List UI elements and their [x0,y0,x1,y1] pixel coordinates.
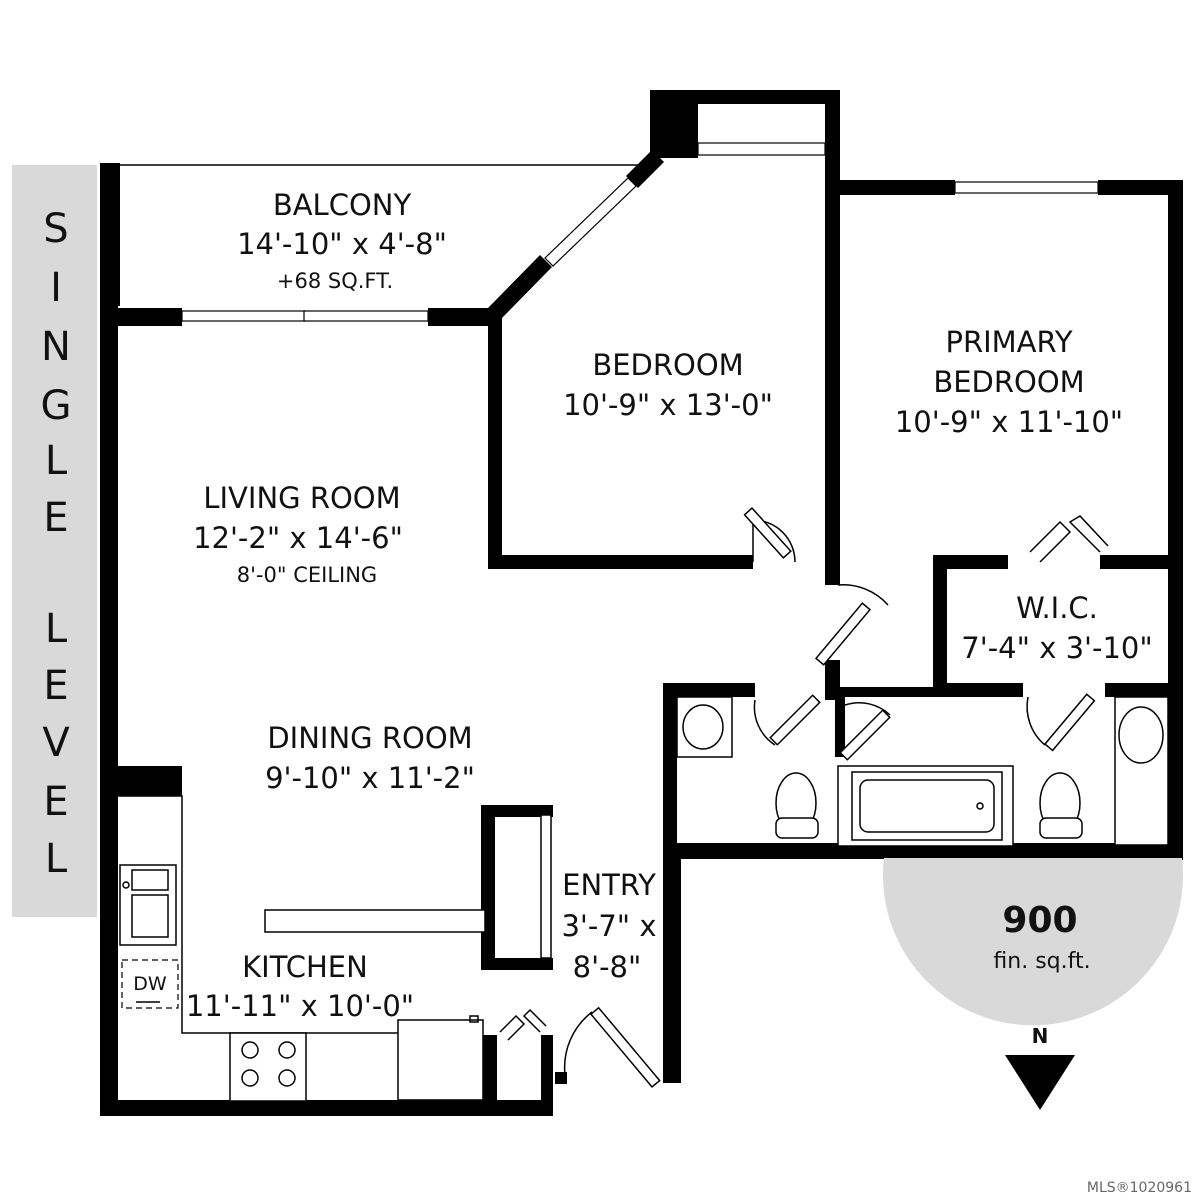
room-labels: BALCONY 14'-10" x 4'-8" +68 SQ.FT. BEDRO… [186,188,1153,1023]
side-level-label: S I N G L E L E V E L [41,206,72,882]
entry-dims-line1: 3'-7" x [561,909,656,943]
kitchen-name: KITCHEN [242,950,368,984]
side-level-band [12,165,97,917]
side-letter-s: S [43,206,68,252]
area-badge: 900 fin. sq.ft. [883,858,1183,1026]
balcony-dims: 14'-10" x 4'-8" [237,227,447,261]
balcony-note: +68 SQ.FT. [277,269,393,293]
bedroom-dims: 10'-9" x 13'-0" [563,388,773,422]
bedroom-name: BEDROOM [592,348,743,382]
fridge [397,1019,484,1101]
kitchen-island [264,909,486,933]
side-letter-e3: E [43,779,68,825]
side-letter-g: G [41,383,72,429]
side-letter-v: V [42,720,70,766]
side-letter-l2: L [45,606,68,652]
side-letter-l3: L [45,836,68,882]
primary-name-line2: BEDROOM [933,365,1084,399]
living-note: 8'-0" CEILING [237,563,377,587]
side-letter-e: E [43,495,68,541]
wic-name: W.I.C. [1016,591,1098,625]
area-value: 900 [1002,900,1077,941]
dining-dims: 9'-10" x 11'-2" [265,761,475,795]
kitchen-sink [119,864,177,946]
kitchen-dims: 11'-11" x 10'-0" [186,989,414,1023]
living-dims: 12'-2" x 14'-6" [193,521,403,555]
compass-arrow-icon [1005,1055,1075,1110]
primary-dims: 10'-9" x 11'-10" [895,405,1123,439]
bath-sink-right [1114,696,1169,846]
side-letter-i: I [50,265,62,311]
stove [229,1032,307,1102]
side-letter-n: N [41,324,71,370]
entry-name: ENTRY [562,868,656,902]
compass: N [1005,1024,1075,1110]
wic-dims: 7'-4" x 3'-10" [961,631,1152,665]
entry-dims-line2: 8'-8" [573,950,642,984]
primary-name-line1: PRIMARY [945,325,1072,359]
toilet-right [1039,772,1083,839]
side-letter-e2: E [43,663,68,709]
compass-label: N [1032,1024,1049,1048]
bathtub [851,771,1003,841]
balcony-name: BALCONY [273,188,412,222]
living-name: LIVING ROOM [203,481,400,515]
mls-number: MLS®1020961 [1087,1180,1192,1196]
area-unit: fin. sq.ft. [993,949,1090,974]
doors [499,507,1109,1089]
dishwasher: DW [121,959,179,1009]
dining-name: DINING ROOM [267,721,472,755]
fixtures: DW [118,696,1169,1102]
toilet-left [775,772,819,839]
side-letter-l: L [45,438,68,484]
dishwasher-label: DW [133,973,167,995]
